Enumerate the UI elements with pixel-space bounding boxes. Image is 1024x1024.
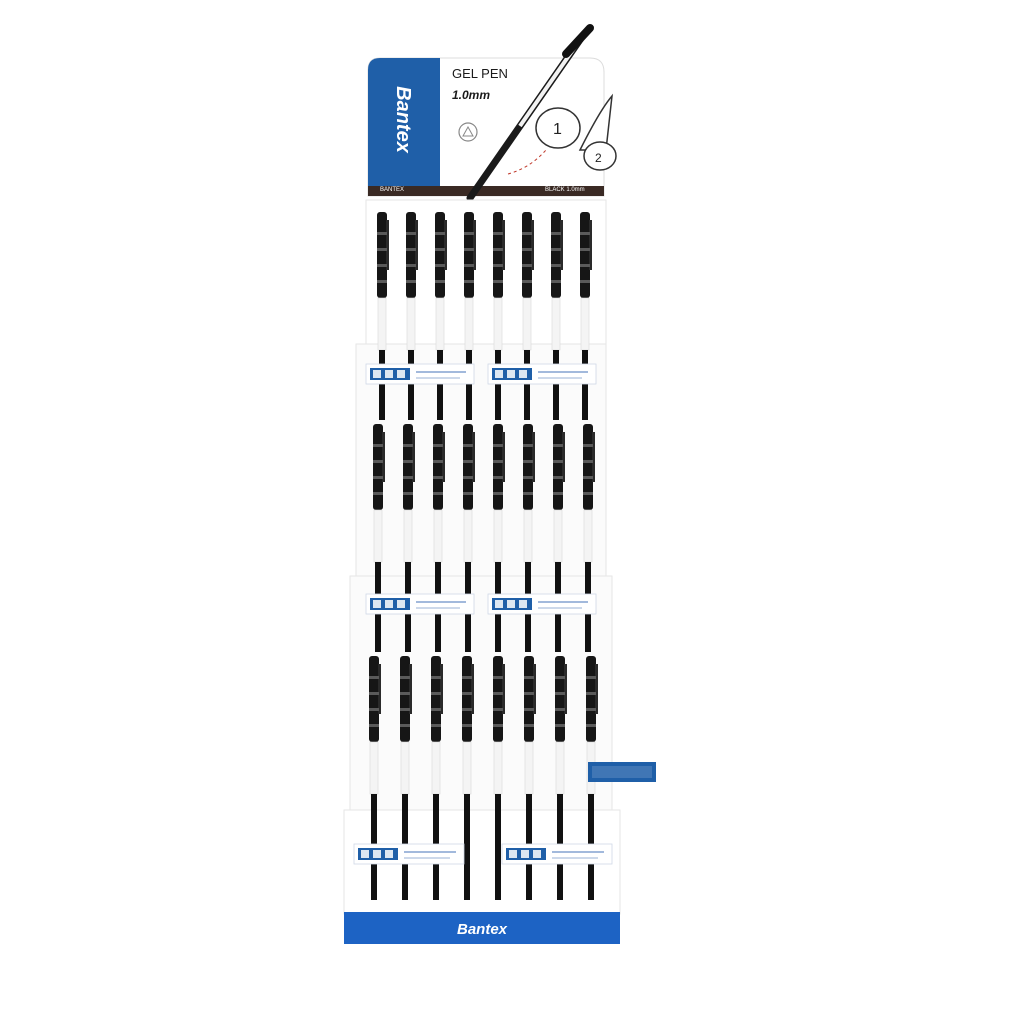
header-card: 1 2 xyxy=(367,24,617,202)
gel-pen xyxy=(493,212,505,420)
shelf-label xyxy=(487,593,597,615)
shelf-label xyxy=(501,843,613,865)
shelf-label xyxy=(365,363,475,385)
gel-pen xyxy=(551,212,563,420)
recycle-icon xyxy=(458,122,478,142)
side-price-tag xyxy=(588,762,656,782)
gel-pen xyxy=(406,212,418,420)
gel-pen xyxy=(435,212,447,420)
gel-pen xyxy=(493,656,505,900)
gel-pen xyxy=(377,212,389,420)
header-strip xyxy=(368,186,604,196)
header-title: GEL PEN xyxy=(452,66,508,81)
base-brand-logo: Bantex xyxy=(456,920,508,938)
gel-pen xyxy=(464,212,476,420)
stand-frame xyxy=(343,199,621,915)
gel-pen xyxy=(522,212,534,420)
header-subtitle: 1.0mm xyxy=(452,88,491,102)
header-strip-left: BANTEX xyxy=(380,187,405,193)
gel-pen xyxy=(580,212,592,420)
svg-text:2: 2 xyxy=(595,151,602,165)
shelf-label xyxy=(487,363,597,385)
base-plinth xyxy=(344,912,620,944)
shelf-labels xyxy=(353,363,613,865)
gel-pen xyxy=(462,656,474,900)
pen-illustration: 1 2 xyxy=(466,24,617,202)
shelf-label xyxy=(365,593,475,615)
svg-text:1: 1 xyxy=(553,121,562,138)
shelf-label xyxy=(353,843,465,865)
header-brand: Bantex xyxy=(391,85,414,153)
pen-rows xyxy=(369,212,598,900)
brand-panel xyxy=(368,58,440,186)
header-strip-right: BLACK 1.0mm xyxy=(545,187,585,193)
